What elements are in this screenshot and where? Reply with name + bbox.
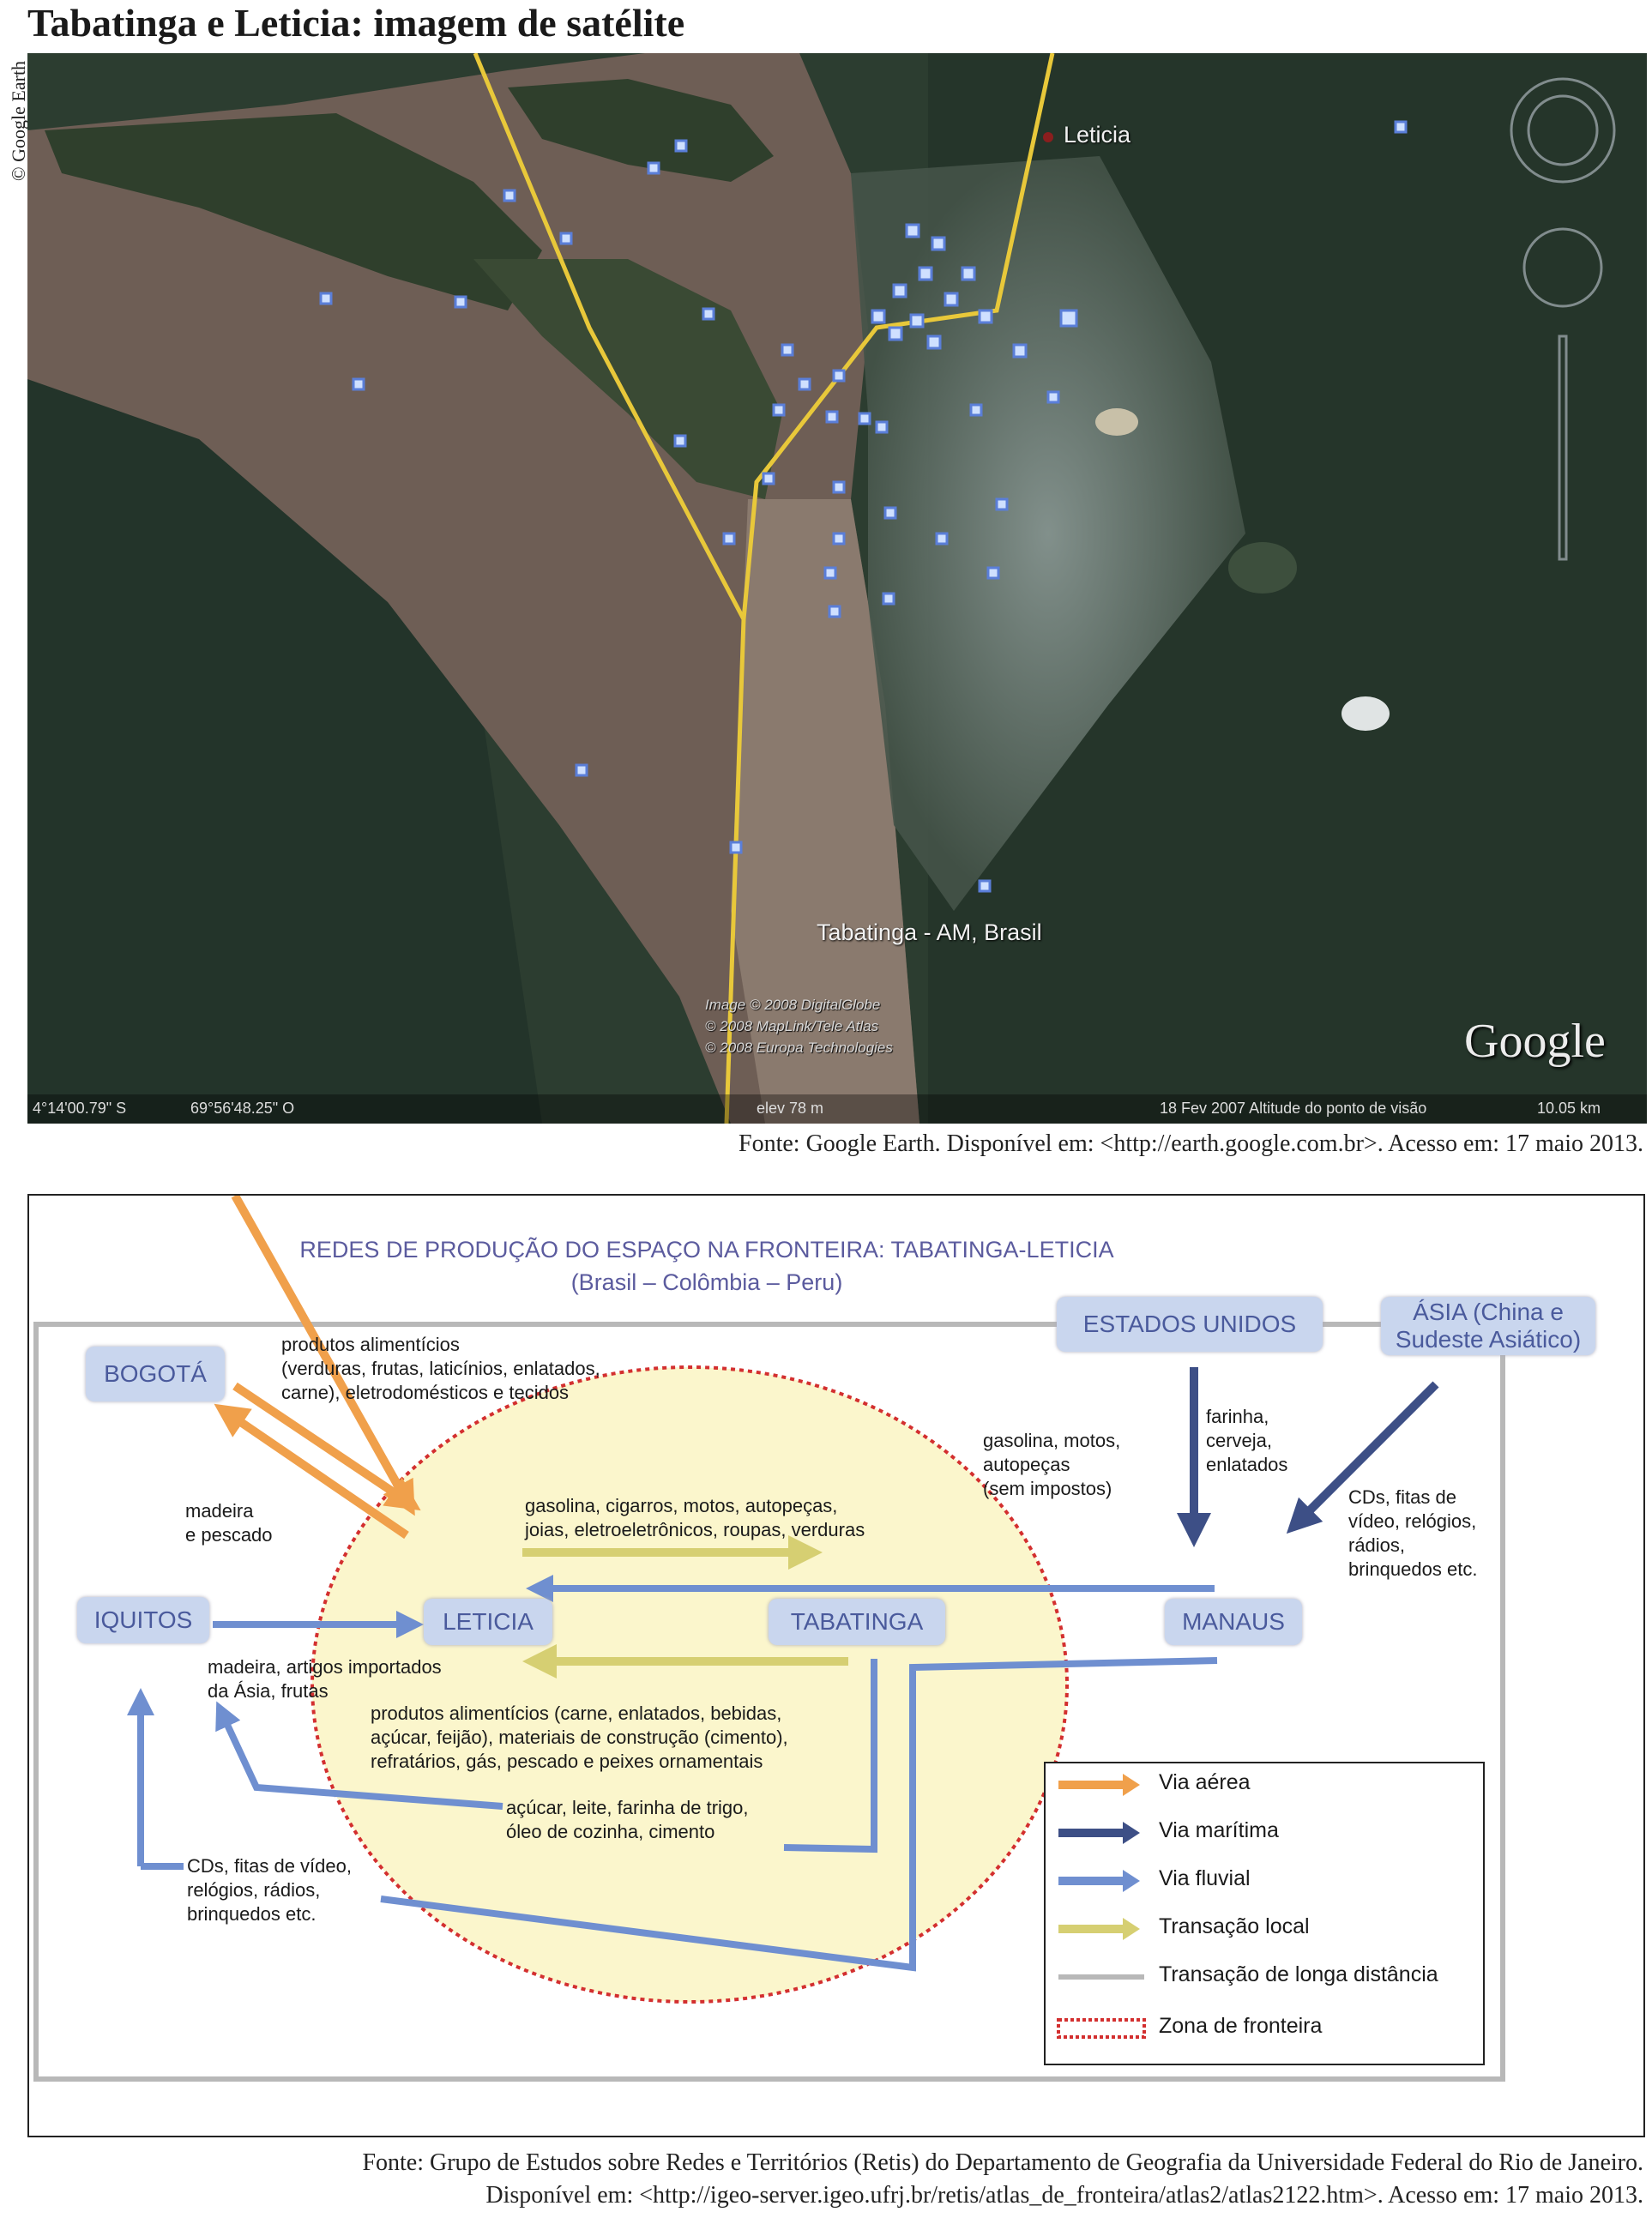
node-leticia: LETICIA	[424, 1599, 552, 1645]
legend-label: Transação local	[1159, 1914, 1310, 1938]
network-diagram: REDES DE PRODUÇÃO DO ESPAÇO NA FRONTEIRA…	[27, 1194, 1645, 2137]
yellow-arrow-icon	[1058, 1918, 1140, 1940]
google-logo: Google	[1464, 1015, 1606, 1068]
annotation-usa-goods: farinha, cerveja, enlatados	[1206, 1406, 1288, 1475]
map-status-bar: 4°14'00.79" S 69°56'48.25" O elev 78 m 1…	[27, 1094, 1647, 1124]
node-tabatinga: TABATINGA	[769, 1599, 945, 1645]
map-label-leticia: Leticia	[1064, 122, 1131, 148]
annotation-gasolina-local: gasolina, cigarros, motos, autopeças, jo…	[525, 1495, 865, 1540]
fluvial-to-iquitos	[215, 1701, 503, 1810]
dashed-red-box-icon	[1057, 2018, 1146, 2039]
legend-item-longa-distancia: Transação de longa distância	[1046, 1956, 1483, 1998]
air-route-leticia-bogota	[214, 1403, 409, 1540]
legend-label: Via aérea	[1159, 1770, 1251, 1794]
blue-arrow-icon	[1058, 1870, 1140, 1892]
navigation-compass	[1510, 77, 1616, 561]
legend-item-via-aerea: Via aérea	[1046, 1763, 1483, 1806]
annotation-bogota-goods: produtos alimentícios (verduras, frutas,…	[281, 1334, 600, 1403]
annotation-asia-goods: CDs, fitas de vídeo, relógios, rádios, b…	[1348, 1486, 1478, 1580]
annotation-acucar: açúcar, leite, farinha de trigo, óleo de…	[506, 1797, 749, 1842]
legend-item-via-fluvial: Via fluvial	[1046, 1859, 1483, 1902]
map-label-tabatinga: Tabatinga - AM, Brasil	[817, 919, 1042, 945]
annotation-iquitos-goods: madeira, artigos importados da Ásia, fru…	[208, 1656, 442, 1702]
range-readout: 10.05 km	[1537, 1100, 1601, 1117]
elevation-readout: elev 78 m	[757, 1100, 824, 1117]
longitude-readout: 69°56'48.25" O	[190, 1100, 295, 1117]
node-asia: ÁSIA (China e Sudeste Asiático)	[1381, 1297, 1595, 1355]
maritime-asia-manaus	[1286, 1381, 1439, 1534]
node-iquitos: IQUITOS	[77, 1597, 209, 1643]
legend-label: Transação de longa distância	[1159, 1962, 1438, 1986]
diagram-subtitle: (Brasil – Colômbia – Peru)	[570, 1269, 843, 1295]
source-caption: Fonte: Google Earth. Disponível em: <htt…	[739, 1130, 1643, 1157]
legend-item-zona-fronteira: Zona de fronteira	[1046, 2007, 1483, 2050]
date-altitude-readout: 18 Fev 2007 Altitude do ponto de visão	[1160, 1100, 1427, 1117]
diagram-flows	[33, 1196, 1505, 2082]
gray-line-icon	[1058, 1974, 1144, 1980]
diagram-title: REDES DE PRODUÇÃO DO ESPAÇO NA FRONTEIRA…	[299, 1237, 1114, 1263]
satellite-terrain	[27, 53, 1647, 1124]
annotation-tabatinga-goods: produtos alimentícios (carne, enlatados,…	[371, 1703, 788, 1772]
legend-label: Via marítima	[1159, 1818, 1279, 1842]
node-bogota: BOGOTÁ	[86, 1347, 225, 1401]
fluvial-tabatinga-loop	[783, 1659, 877, 1853]
frontier-zone	[311, 1365, 1069, 2004]
annotation-cds-iquitos: CDs, fitas de vídeo, relógios, rádios, b…	[187, 1855, 352, 1925]
image-credit: Image © 2008 DigitalGlobe	[705, 997, 881, 1013]
legend-label: Zona de fronteira	[1159, 2014, 1323, 2038]
dark-blue-arrow-icon	[1058, 1822, 1140, 1844]
annotation-manaus-gasolina: gasolina, motos, autopeças (sem impostos…	[983, 1430, 1121, 1499]
legend-label: Via fluvial	[1159, 1866, 1251, 1890]
image-credit: © 2008 Europa Technologies	[705, 1040, 893, 1056]
source-caption: Fonte: Grupo de Estudos sobre Redes e Te…	[362, 2149, 1643, 2209]
node-manaus: MANAUS	[1165, 1599, 1302, 1645]
orange-arrow-icon	[1058, 1774, 1140, 1796]
annotation-madeira-pescado: madeira e pescado	[185, 1500, 273, 1546]
fluvial-manaus-iquitos	[380, 1657, 1218, 1972]
page-title: Tabatinga e Leticia: imagem de satélite	[27, 1, 685, 45]
air-route-bogota-leticia	[231, 1196, 415, 1516]
node-estados-unidos: ESTADOS UNIDOS	[1057, 1297, 1323, 1352]
satellite-image[interactable]: Leticia Tabatinga - AM, Brasil Image © 2…	[27, 53, 1647, 1124]
image-credit: © 2008 MapLink/Tele Atlas	[705, 1018, 879, 1034]
latitude-readout: 4°14'00.79" S	[33, 1100, 127, 1117]
diagram-legend: Via aérea Via marítima Via fluvial Trans…	[1044, 1762, 1485, 2065]
legend-item-transacao-local: Transação local	[1046, 1908, 1483, 1950]
legend-item-via-maritima: Via marítima	[1046, 1811, 1483, 1854]
